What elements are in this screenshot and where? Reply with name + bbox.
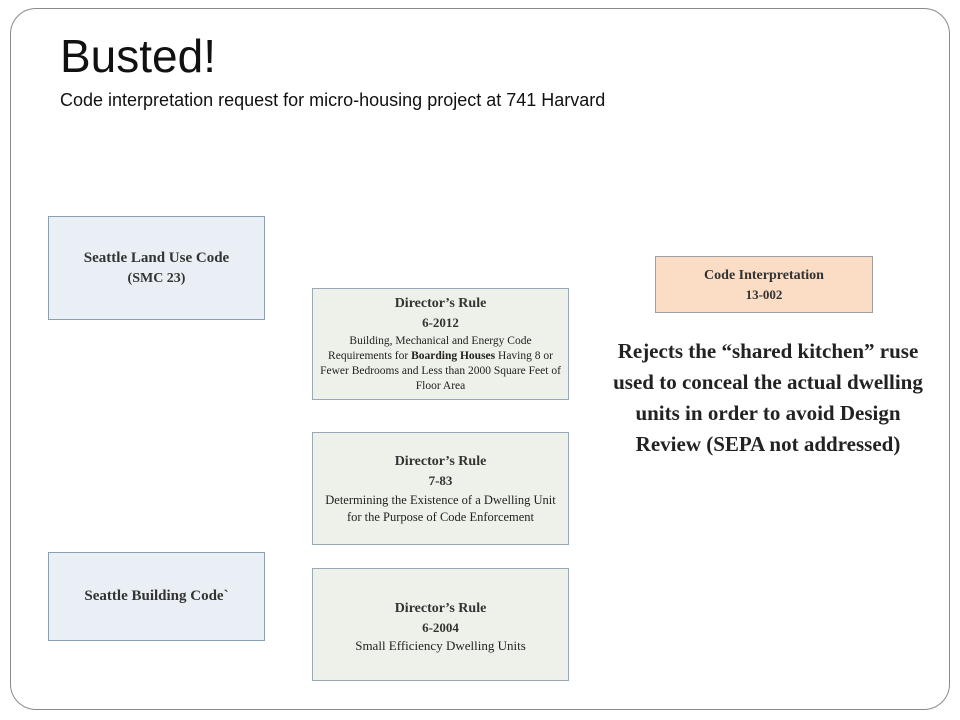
land-use-code-sub: (SMC 23) xyxy=(127,270,186,286)
slide-subtitle: Code interpretation request for micro-ho… xyxy=(60,90,606,110)
rule-description-part: Having 8 or Fewer Bedrooms and Less than… xyxy=(320,350,561,392)
land-use-code-box: Seattle Land Use Code (SMC 23) xyxy=(48,216,265,320)
rule-number: 7-83 xyxy=(428,472,453,488)
directors-rule-7-83: Director’s Rule 7-83 Determining the Exi… xyxy=(312,432,569,545)
rule-number: 6-2004 xyxy=(422,619,459,635)
rule-description-bold: Boarding Houses xyxy=(411,350,496,362)
building-code-box: Seattle Building Code` xyxy=(48,552,265,641)
rule-description-part: Building, Mechanical and Energy Code Req… xyxy=(328,335,532,362)
interpretation-title: Code Interpretation xyxy=(704,267,824,283)
rule-description: Small Efficiency Dwelling Units xyxy=(355,637,526,653)
code-interpretation-box: Code Interpretation 13-002 xyxy=(655,256,873,313)
land-use-code-title: Seattle Land Use Code xyxy=(83,249,230,266)
rule-description: Determining the Existence of a Dwelling … xyxy=(325,492,556,524)
rule-description: Building, Mechanical and Energy Code Req… xyxy=(313,334,568,394)
rule-title: Director’s Rule xyxy=(394,296,487,311)
building-code-title: Seattle Building Code` xyxy=(84,588,229,604)
directors-rule-6-2012: Director’s Rule 6-2012 Building, Mechani… xyxy=(312,288,569,400)
interpretation-text: Rejects the “shared kitchen” ruse used t… xyxy=(613,339,923,456)
rule-title: Director’s Rule xyxy=(394,453,487,469)
rule-number: 6-2012 xyxy=(422,315,459,330)
interpretation-number: 13-002 xyxy=(745,286,783,302)
rule-title: Director’s Rule xyxy=(394,600,487,616)
slide-title: Busted! xyxy=(60,30,216,82)
directors-rule-6-2004: Director’s Rule 6-2004 Small Efficiency … xyxy=(312,568,569,681)
